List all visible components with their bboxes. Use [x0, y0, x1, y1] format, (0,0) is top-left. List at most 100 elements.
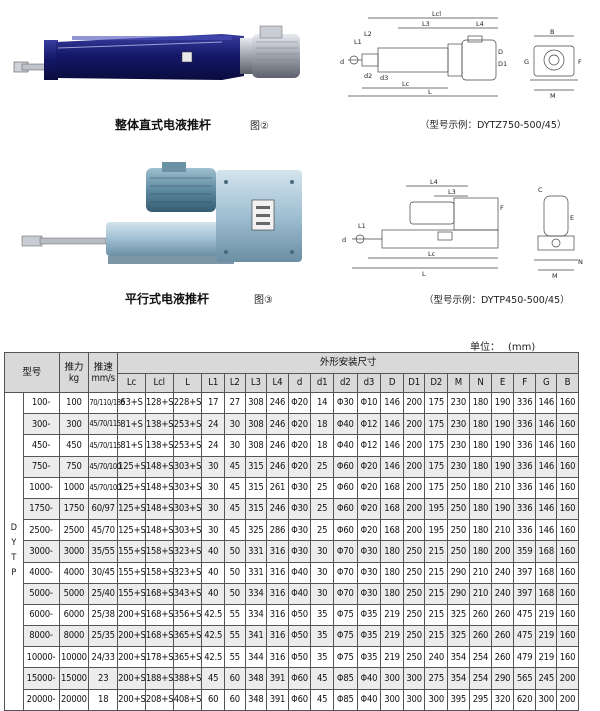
col-header-dim: G: [535, 373, 558, 393]
table-cell: 250: [447, 497, 470, 521]
table-cell: Φ70: [332, 540, 358, 563]
drawing-label: d2: [364, 72, 372, 80]
table-cell: 356+S: [172, 603, 203, 627]
table-cell: 250: [402, 625, 426, 648]
col-header-dim: D2: [424, 373, 449, 393]
table-cell: 40: [201, 582, 225, 605]
table-cell: 245: [535, 667, 558, 690]
table-cell: 300: [535, 688, 558, 711]
table-cell: 35: [310, 603, 334, 627]
drawing-label: N: [578, 258, 583, 266]
table-cell: 8000-: [22, 625, 60, 648]
dytp-dimension-drawing: L4 L3 F Lc L L1 d C E N M: [342, 178, 583, 280]
drawing-label: L2: [364, 30, 372, 38]
table-cell: 246: [266, 413, 289, 436]
table-cell: 160: [556, 540, 579, 563]
table-cell: 4000: [58, 561, 90, 584]
table-cell: 316: [266, 561, 289, 584]
table-cell: 175: [424, 391, 449, 415]
table-cell: 180: [468, 455, 493, 478]
table-cell: Φ20: [356, 455, 382, 478]
table-cell: 146: [535, 434, 558, 457]
table-cell: 24: [201, 434, 225, 457]
table-cell: 30: [223, 434, 246, 457]
table-cell: 219: [535, 603, 558, 627]
table-cell: 2500: [58, 519, 90, 542]
table-cell: Φ60: [332, 497, 358, 521]
drawing-label: Lc: [402, 80, 410, 88]
drawing-label: d: [340, 58, 344, 66]
table-cell: Φ30: [356, 582, 382, 605]
table-cell: 25/35: [88, 625, 119, 648]
table-cell: 316: [266, 540, 289, 563]
drawing-label: E: [570, 214, 574, 222]
table-cell: 180: [380, 561, 404, 584]
table-cell: 210: [491, 476, 514, 499]
table-cell: Φ30: [287, 476, 312, 499]
table-cell: 50: [223, 582, 246, 605]
table-cell: 168: [535, 582, 558, 605]
table-cell: 210: [468, 582, 493, 605]
table-cell: 250: [402, 540, 426, 563]
drawing-label: L: [428, 88, 432, 96]
table-cell: 246: [266, 497, 289, 521]
table-cell: 336: [512, 413, 537, 436]
drawing-label: L1: [354, 38, 362, 46]
table-cell: Φ30: [356, 540, 382, 563]
series-letter: Y: [11, 538, 17, 549]
table-cell: Φ40: [332, 434, 358, 457]
table-cell: 50: [223, 561, 246, 584]
table-cell: 475: [512, 603, 537, 627]
table-cell: 348: [244, 667, 268, 690]
table-cell: Φ12: [356, 413, 382, 436]
table-cell: 45/70/100: [88, 476, 121, 499]
table-cell: 395: [447, 688, 470, 711]
table-cell: Φ40: [332, 413, 358, 436]
table-cell: Φ35: [356, 646, 382, 669]
table-cell: 316: [266, 646, 289, 669]
col-header-dim: N: [468, 373, 493, 393]
table-cell: 175: [424, 455, 449, 478]
col-header-dim: d: [287, 373, 312, 393]
table-cell: 6000: [58, 603, 90, 627]
table-cell: 336: [512, 434, 537, 457]
table-cell: 308: [244, 434, 268, 457]
table-cell: 316: [266, 603, 289, 627]
col-header-dimensions: 外形安装尺寸: [117, 352, 579, 374]
table-cell: 168: [380, 519, 404, 542]
series-letter: T: [11, 553, 17, 564]
table-cell: 190: [491, 391, 514, 415]
col-header-dim: Lc: [117, 373, 146, 393]
table-cell: 1000-: [22, 476, 60, 499]
table-cell: 219: [380, 625, 404, 648]
table-cell: 175: [424, 434, 449, 457]
col-header-dim: d3: [356, 373, 382, 393]
drawing-label: D1: [498, 60, 507, 68]
table-cell: 1750-: [22, 497, 60, 521]
table-cell: 180: [468, 434, 493, 457]
table-cell: 303+S: [172, 476, 203, 499]
col-header-model: 型号: [4, 352, 60, 393]
table-cell: 200: [402, 476, 426, 499]
thrust-unit: kg: [68, 372, 79, 384]
drawing-label: B: [550, 28, 554, 36]
table-cell: 15000: [58, 667, 90, 690]
table-cell: 42.5: [201, 603, 225, 627]
table-cell: 160: [556, 391, 579, 415]
table-cell: 336: [512, 476, 537, 499]
table-cell: 148+S: [144, 476, 174, 499]
table-cell: Φ30: [287, 540, 312, 563]
table-cell: 20000: [58, 688, 90, 711]
table-cell: Φ85: [332, 688, 358, 711]
table-cell: 45: [201, 667, 225, 690]
table-cell: Φ50: [287, 625, 312, 648]
table-cell: 25: [310, 476, 334, 499]
table-cell: 45: [223, 455, 246, 478]
table-cell: 620: [512, 688, 537, 711]
